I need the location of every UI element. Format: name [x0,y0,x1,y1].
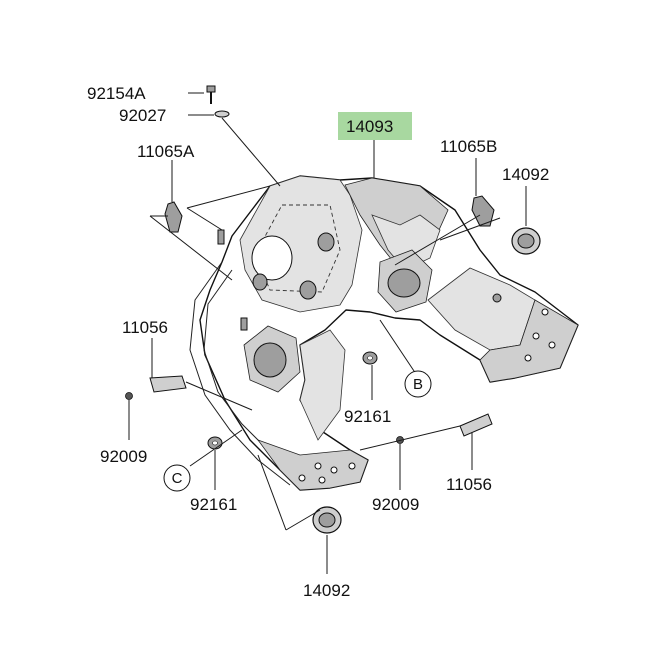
label-11065b: 11065B [440,137,497,156]
callout-b: B [413,376,423,393]
right-shelf-hole-2 [548,341,556,349]
plate-hole-4 [252,273,268,291]
left-tab-hole-4 [298,474,306,482]
inner-panel-drawing [189,175,579,491]
right-speaker-hole [387,268,421,298]
grommet-14092-top [511,227,541,255]
frame-edge [189,261,291,486]
panel-clip-1 [240,317,248,331]
label-14092-bottom: 14092 [303,581,350,600]
highlight-14093 [338,112,412,140]
left-tab-hole-3 [348,462,356,470]
left-tab-hole-5 [318,476,326,484]
left-lower-box [299,329,346,441]
label-11056-right: 11056 [446,475,492,494]
left-tab-hole-2 [330,466,338,474]
pad-11065b [471,195,495,227]
left-speaker-hole [253,342,287,378]
nut-92161-mid [362,351,378,365]
pad-11065a [164,201,183,233]
right-shelf-side [479,299,579,383]
label-92161-mid: 92161 [344,407,391,426]
label-92161-low: 92161 [190,495,237,514]
plate-hole-3 [299,280,317,300]
plate-hole-1 [251,235,293,281]
right-shelf-hole-4 [541,308,549,316]
label-92009-left: 92009 [100,447,147,466]
callout-c: C [172,470,183,487]
label-11065a: 11065A [137,142,195,161]
callout-c-circle [163,464,191,492]
label-14092-top: 14092 [502,165,549,184]
nut-92161-low [207,436,223,450]
label-92027: 92027 [119,106,166,125]
bracket-11056-right [459,413,493,437]
label-11056-left: 11056 [122,318,168,337]
panel-clip-2 [217,229,225,245]
left-bottom-tab [256,439,369,491]
leader-lines [128,92,527,574]
label-92009-right: 92009 [372,495,419,514]
right-shelf-hole-3 [524,354,532,362]
label-14093: 14093 [346,117,393,136]
grommet-14092-bottom [312,506,342,534]
label-92154a: 92154A [87,84,146,103]
washer-92027 [214,110,230,118]
bracket-11056-left [149,375,187,393]
right-shelf-hole-1 [532,332,540,340]
screw-92009-left [125,392,133,400]
screw-92154a [206,85,216,104]
left-tab-hole-1 [314,462,322,470]
right-shelf-hole-5 [492,293,502,303]
plate-hole-2 [317,232,335,252]
callout-b-circle [404,370,432,398]
right-duct-face [371,214,441,271]
